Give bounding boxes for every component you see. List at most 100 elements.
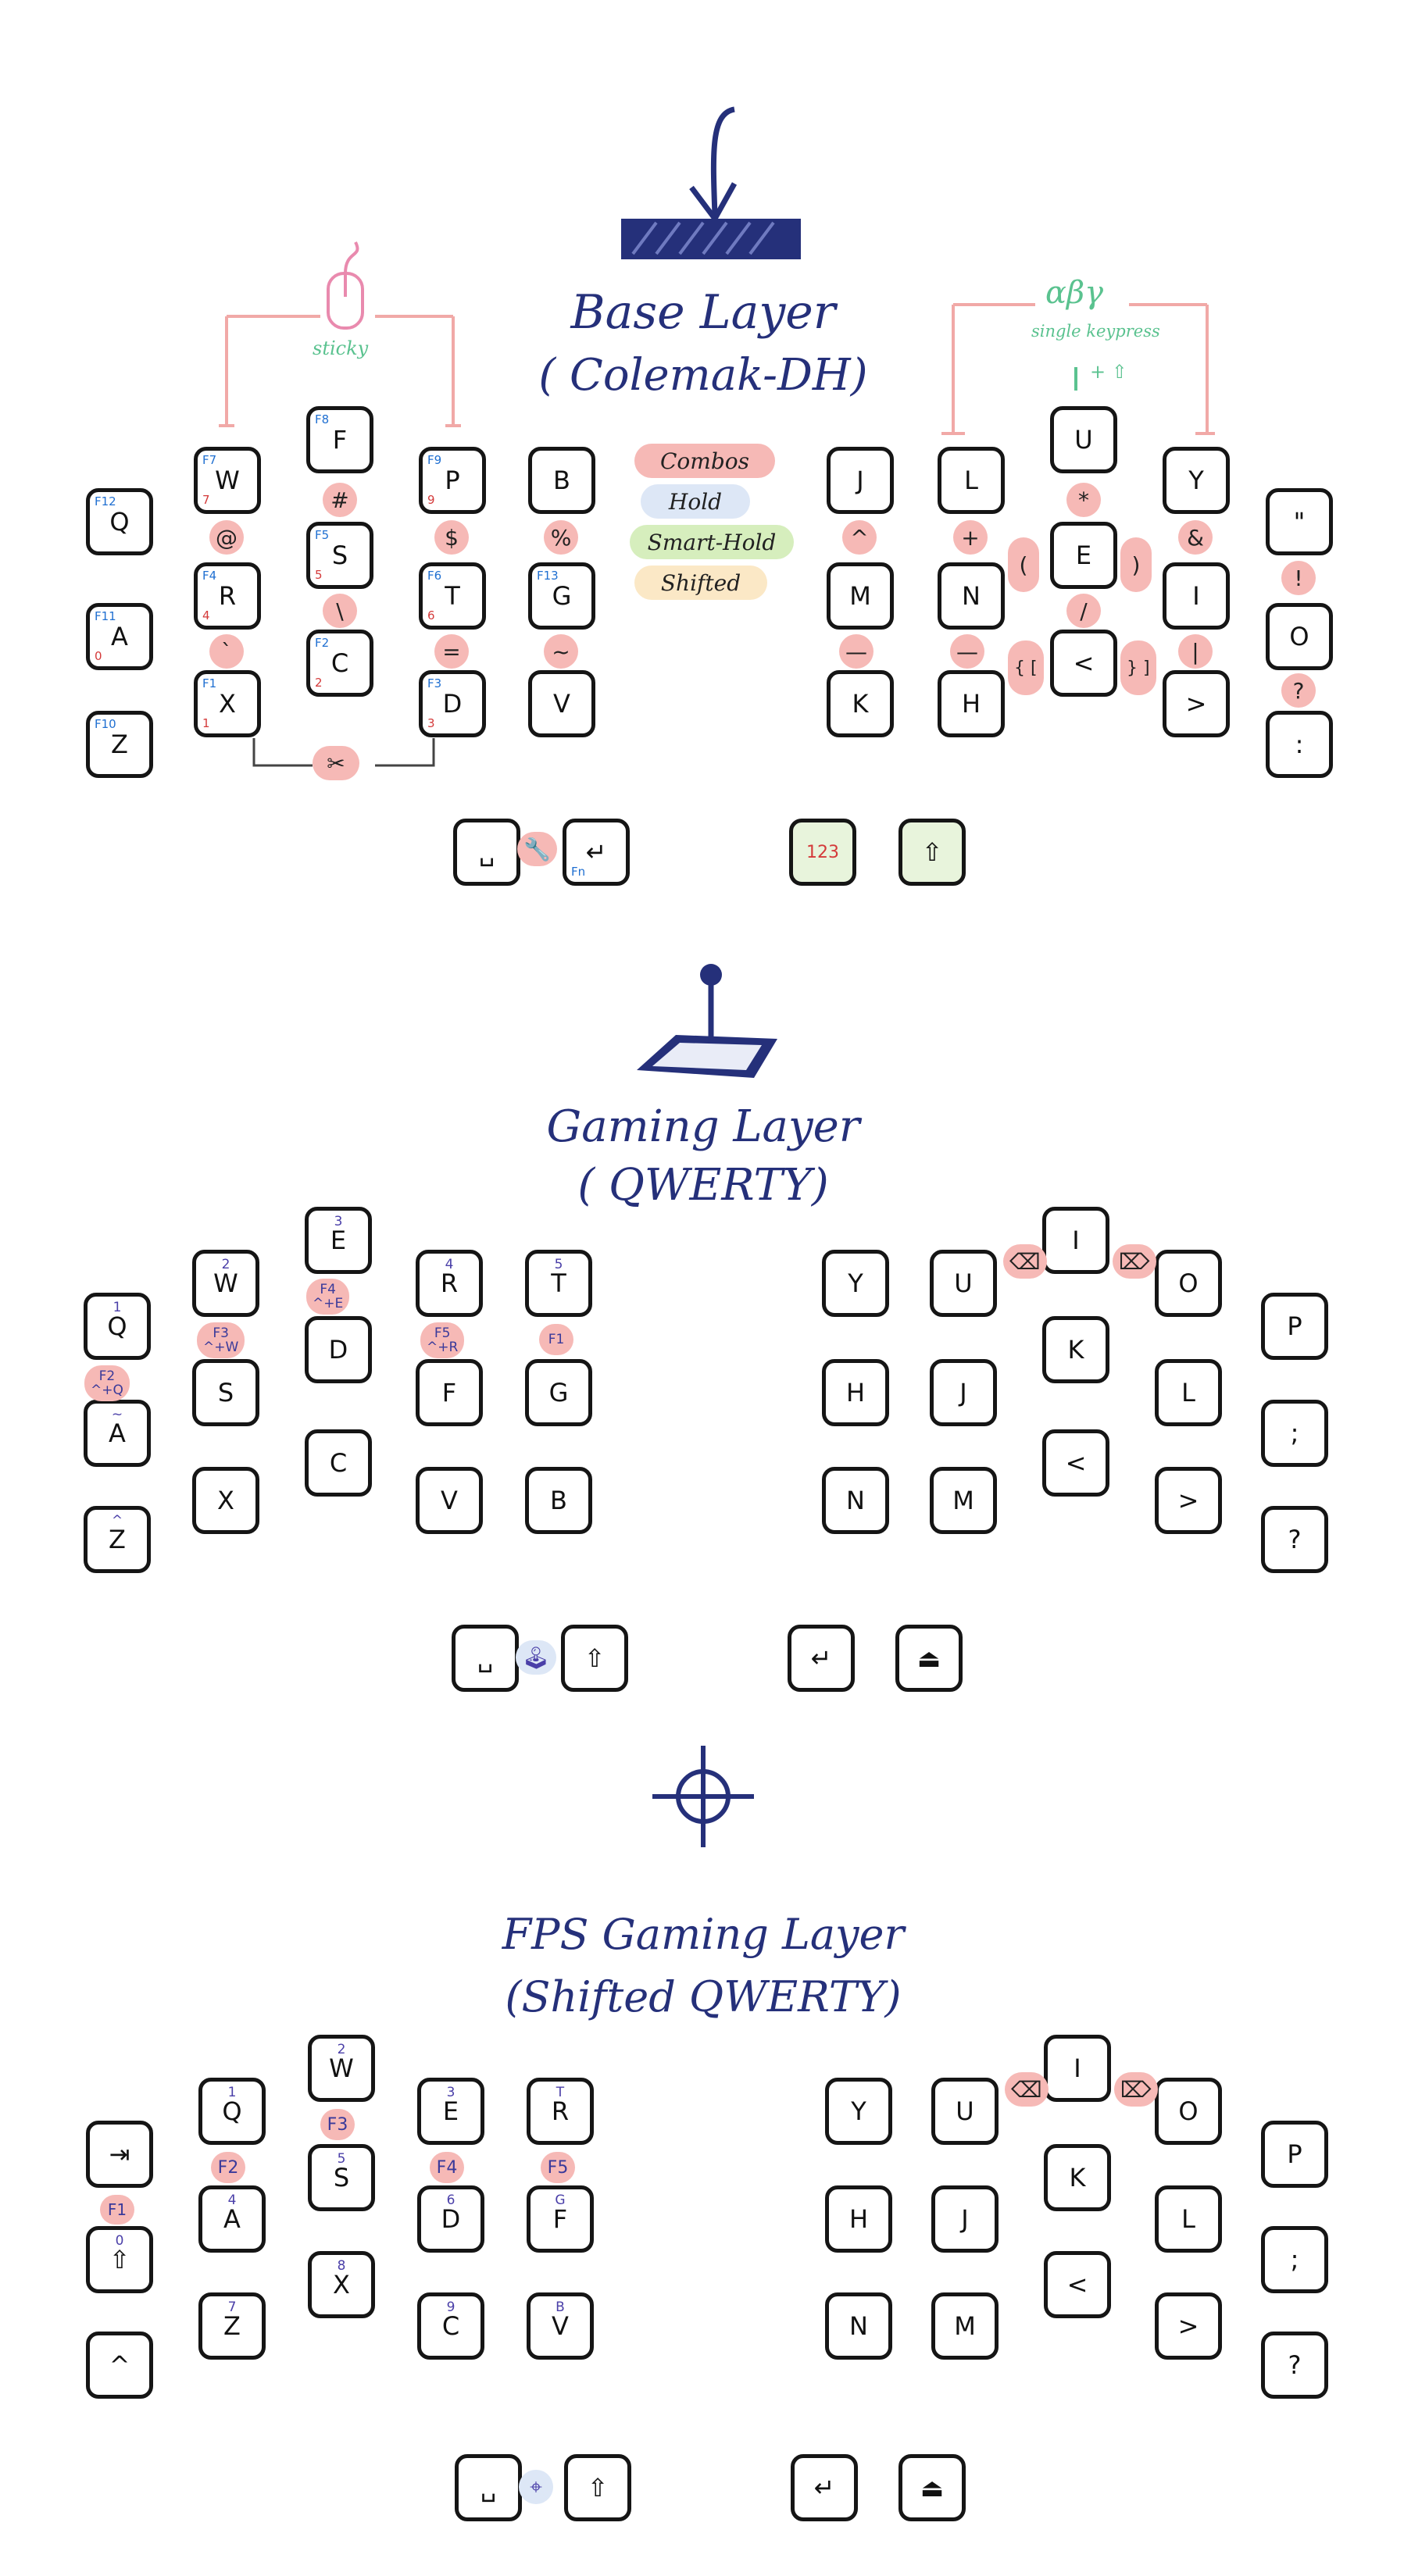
fps-key-p[interactable]: P <box>1261 2121 1328 2188</box>
thumb-num[interactable]: 123 <box>789 819 856 886</box>
game-thumb-enter[interactable]: ↵ <box>788 1625 855 1692</box>
thumb-shift[interactable]: ⇧ <box>898 819 966 886</box>
game-key-dot[interactable]: > <box>1155 1467 1222 1534</box>
game-key-f[interactable]: F <box>416 1359 483 1426</box>
key-l[interactable]: L <box>938 447 1005 514</box>
game-key-h[interactable]: H <box>822 1359 889 1426</box>
key-n[interactable]: N <box>938 562 1005 630</box>
key-quote[interactable]: " <box>1266 488 1333 555</box>
game-thumb-exit[interactable]: ⏏ <box>895 1625 963 1692</box>
game-key-s[interactable]: S <box>192 1359 259 1426</box>
game-key-z[interactable]: ^Z <box>84 1506 151 1573</box>
key-u[interactable]: U <box>1050 406 1117 473</box>
game-key-n[interactable]: N <box>822 1467 889 1534</box>
fps-key-j[interactable]: J <box>931 2185 999 2253</box>
game-key-i[interactable]: I <box>1042 1207 1109 1274</box>
game-key-a[interactable]: ~A <box>84 1400 151 1467</box>
game-key-comma[interactable]: < <box>1042 1429 1109 1497</box>
key-e[interactable]: E <box>1050 522 1117 589</box>
key-o[interactable]: O <box>1266 603 1333 670</box>
fps-key-k[interactable]: K <box>1044 2144 1111 2211</box>
game-key-semi[interactable]: ; <box>1261 1400 1328 1467</box>
game-thumb-shift[interactable]: ⇧ <box>561 1625 628 1692</box>
fps-key-comma[interactable]: < <box>1044 2251 1111 2318</box>
game-thumb-space[interactable]: ␣ <box>452 1625 519 1692</box>
key-b[interactable]: B <box>528 447 595 514</box>
key-m[interactable]: M <box>827 562 894 630</box>
thumb-enter[interactable]: ↵Fn <box>563 819 630 886</box>
game-key-m[interactable]: M <box>930 1467 997 1534</box>
fps-key-slash[interactable]: ? <box>1261 2332 1328 2399</box>
game-key-b[interactable]: B <box>525 1467 592 1534</box>
fps-key-o[interactable]: O <box>1155 2078 1222 2145</box>
fps-thumb-enter[interactable]: ↵ <box>791 2454 858 2521</box>
key-dot[interactable]: > <box>1163 670 1230 737</box>
game-key-p[interactable]: P <box>1261 1293 1328 1360</box>
fps-key-h[interactable]: H <box>825 2185 892 2253</box>
fps-key-dot[interactable]: > <box>1155 2292 1222 2360</box>
fps-key-shift[interactable]: 0⇧ <box>86 2226 153 2293</box>
game-key-o[interactable]: O <box>1155 1250 1222 1317</box>
game-key-g[interactable]: G <box>525 1359 592 1426</box>
fps-key-y[interactable]: Y <box>825 2078 892 2145</box>
key-i[interactable]: I <box>1163 562 1230 630</box>
fps-thumb-space[interactable]: ␣ <box>455 2454 522 2521</box>
fps-key-ctrl[interactable]: ^ <box>86 2332 153 2399</box>
fps-key-m[interactable]: M <box>931 2292 999 2360</box>
fps-key-semi[interactable]: ; <box>1261 2226 1328 2293</box>
key-colon[interactable]: : <box>1266 711 1333 778</box>
game-key-x[interactable]: X <box>192 1467 259 1534</box>
game-key-slash[interactable]: ? <box>1261 1506 1328 1573</box>
game-key-k[interactable]: K <box>1042 1316 1109 1383</box>
key-v[interactable]: V <box>528 670 595 737</box>
fps-key-i[interactable]: I <box>1044 2035 1111 2102</box>
fps-key-n[interactable]: N <box>825 2292 892 2360</box>
thumb-space[interactable]: ␣ <box>453 819 520 886</box>
game-key-l[interactable]: L <box>1155 1359 1222 1426</box>
key-j[interactable]: J <box>827 447 894 514</box>
fps-key-tab[interactable]: ⇥ <box>86 2121 153 2188</box>
fps-thumb-shift[interactable]: ⇧ <box>564 2454 631 2521</box>
game-key-u[interactable]: U <box>930 1250 997 1317</box>
key-y[interactable]: Y <box>1163 447 1230 514</box>
game-key-c[interactable]: C <box>305 1429 372 1497</box>
game-key-v[interactable]: V <box>416 1467 483 1534</box>
fps-key-l[interactable]: L <box>1155 2185 1222 2253</box>
key-k[interactable]: K <box>827 670 894 737</box>
fps-key-u[interactable]: U <box>931 2078 999 2145</box>
game-key-y[interactable]: Y <box>822 1250 889 1317</box>
key-h[interactable]: H <box>938 670 1005 737</box>
fps-thumb-exit[interactable]: ⏏ <box>898 2454 966 2521</box>
key-comma[interactable]: < <box>1050 630 1117 697</box>
